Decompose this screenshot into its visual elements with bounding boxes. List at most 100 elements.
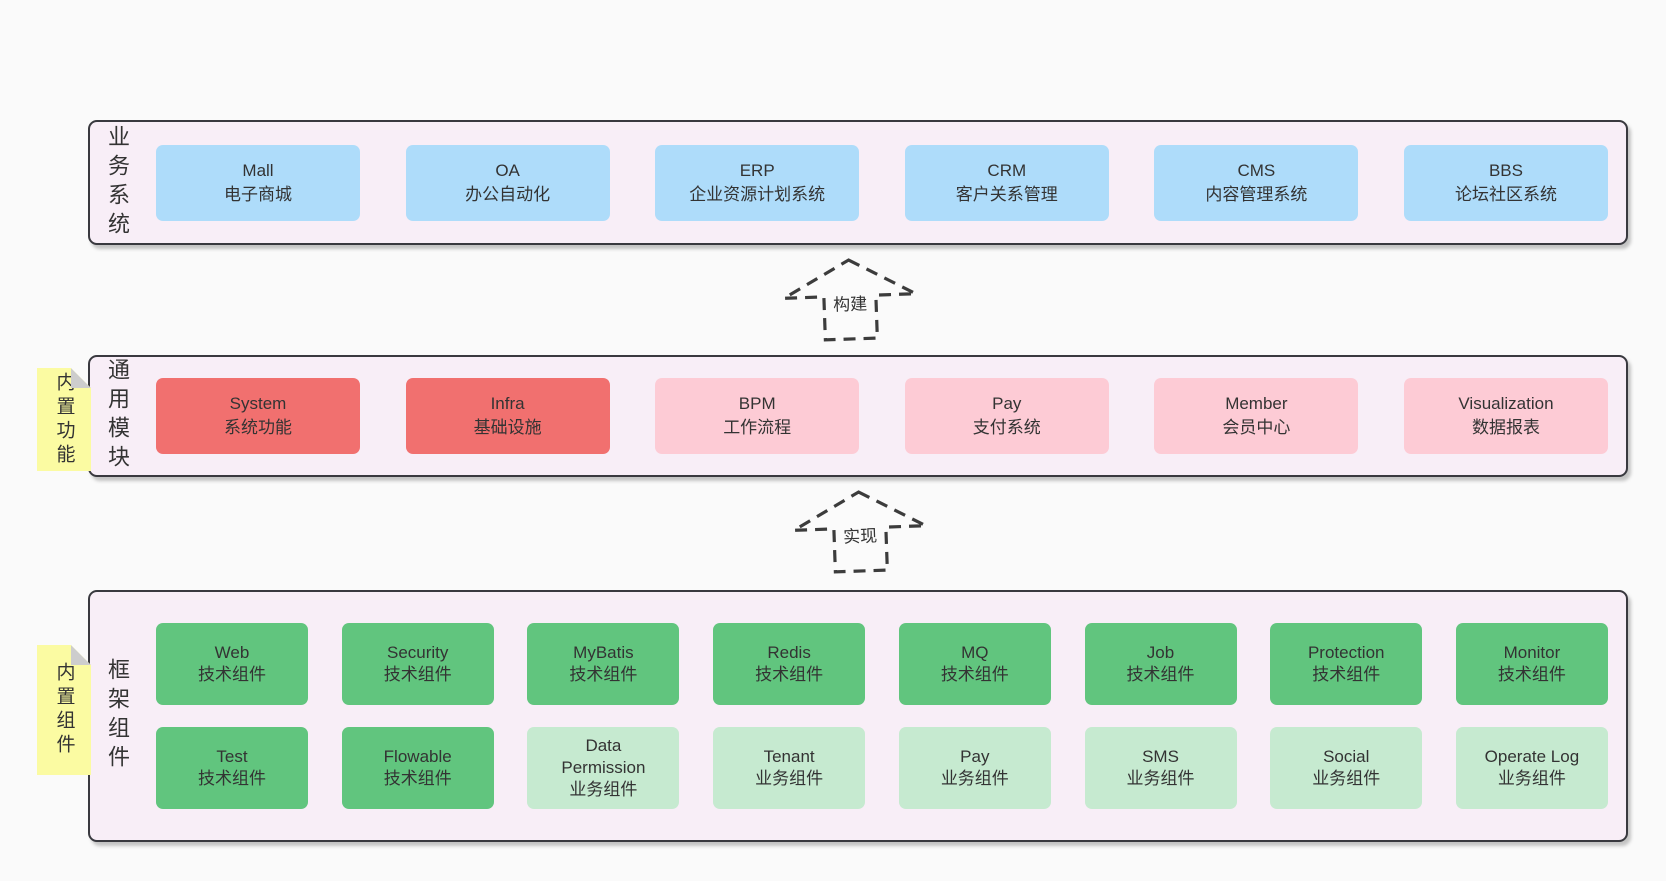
box-bbs-subtitle: 论坛社区系统 <box>1454 184 1557 204</box>
box-protection-title: Protection <box>1307 643 1385 662</box>
box-flowable-title: Flowable <box>383 747 452 766</box>
box-job: Job 技术组件 <box>1084 623 1237 705</box>
box-social: Social 业务组件 <box>1270 727 1423 809</box>
box-visualization-subtitle: 数据报表 <box>1471 418 1540 437</box>
box-flowable: Flowable 技术组件 <box>341 727 494 809</box>
box-member-title: Member <box>1225 394 1288 413</box>
box-web: Web 技术组件 <box>156 623 308 705</box>
box-sms: SMS 业务组件 <box>1084 727 1237 809</box>
modules-boxes: System 系统功能 Infra 基础设施 BPM 工作流程 Pay 支付系统… <box>128 378 1626 454</box>
box-infra-title: Infra <box>490 394 525 413</box>
box-mybatis-title: MyBatis <box>573 643 634 662</box>
box-member: Member 会员中心 <box>1154 378 1359 454</box>
box-bpm-subtitle: 工作流程 <box>723 418 792 437</box>
sticky-built-in-features-label: 内置功能 <box>53 371 75 468</box>
box-test: Test 技术组件 <box>156 727 308 809</box>
box-bbs-title: BBS <box>1488 160 1523 180</box>
layer-business-systems: 业务系统 Mall 电子商城 OA 办公自动化 ERP 企业资源计划系统 CRM… <box>88 120 1628 245</box>
box-tenant: Tenant 业务组件 <box>713 727 866 809</box>
box-mybatis: MyBatis 技术组件 <box>527 623 680 705</box>
framework-row-2: Test 技术组件 Flowable 技术组件 Data Permission … <box>156 727 1608 809</box>
box-pay-module-subtitle: 支付系统 <box>972 418 1041 437</box>
box-member-subtitle: 会员中心 <box>1222 418 1291 437</box>
sticky-built-in-components: 内置组件 <box>37 645 91 775</box>
layer-framework-components: 框架组件 Web 技术组件 Security 技术组件 MyBatis 技术组件… <box>88 590 1628 842</box>
box-oa-title: OA <box>495 160 520 180</box>
box-security: Security 技术组件 <box>341 623 494 705</box>
box-pay-component-subtitle: 业务组件 <box>940 769 1009 788</box>
box-tenant-title: Tenant <box>763 747 815 766</box>
box-system-title: System <box>229 394 287 413</box>
box-erp: ERP 企业资源计划系统 <box>655 144 860 221</box>
box-crm-title: CRM <box>987 160 1027 180</box>
box-mq-subtitle: 技术组件 <box>940 665 1009 684</box>
box-monitor-subtitle: 技术组件 <box>1497 665 1566 684</box>
box-cms-title: CMS <box>1237 160 1276 180</box>
sticky-built-in-features: 内置功能 <box>37 368 91 471</box>
layer-common-modules: 通用模块 System 系统功能 Infra 基础设施 BPM 工作流程 Pay… <box>88 355 1628 477</box>
box-bbs: BBS 论坛社区系统 <box>1403 144 1608 221</box>
box-system-subtitle: 系统功能 <box>224 418 292 437</box>
box-bpm: BPM 工作流程 <box>655 378 860 454</box>
sticky-built-in-components-label: 内置组件 <box>53 662 75 758</box>
box-infra: Infra 基础设施 <box>405 378 610 454</box>
box-sms-subtitle: 业务组件 <box>1126 769 1195 788</box>
box-security-title: Security <box>386 643 449 662</box>
box-crm-subtitle: 客户关系管理 <box>955 184 1058 204</box>
modules-layer-label: 通用模块 <box>105 358 130 474</box>
box-operate-log-title: Operate Log <box>1484 747 1580 766</box>
box-protection-subtitle: 技术组件 <box>1312 665 1381 684</box>
box-visualization: Visualization 数据报表 <box>1403 378 1608 454</box>
box-redis-subtitle: 技术组件 <box>755 665 824 684</box>
box-oa: OA 办公自动化 <box>405 144 610 221</box>
box-mall-title: Mall <box>242 160 274 180</box>
box-cms: CMS 内容管理系统 <box>1154 144 1359 221</box>
box-web-subtitle: 技术组件 <box>198 665 266 684</box>
box-social-subtitle: 业务组件 <box>1312 769 1381 788</box>
box-operate-log: Operate Log 业务组件 <box>1455 727 1608 809</box>
box-crm: CRM 客户关系管理 <box>904 144 1109 221</box>
box-data-permission: Data Permission 业务组件 <box>527 727 680 809</box>
box-data-permission-title: Data Permission <box>561 736 646 777</box>
box-mall-subtitle: 电子商城 <box>224 184 292 204</box>
box-pay-module: Pay 支付系统 <box>904 378 1109 454</box>
box-flowable-subtitle: 技术组件 <box>383 769 452 788</box>
box-pay-component-title: Pay <box>960 747 990 766</box>
arrow-implement-label: 实现 <box>838 521 882 548</box>
box-social-title: Social <box>1323 747 1370 766</box>
box-infra-subtitle: 基础设施 <box>473 418 542 437</box>
box-bpm-title: BPM <box>738 394 776 413</box>
box-data-permission-subtitle: 业务组件 <box>569 780 638 799</box>
box-mall: Mall 电子商城 <box>156 144 360 221</box>
framework-boxes: Web 技术组件 Security 技术组件 MyBatis 技术组件 Redi… <box>128 623 1626 809</box>
arrow-build-label: 构建 <box>828 289 872 316</box>
box-erp-title: ERP <box>739 160 775 180</box>
box-visualization-title: Visualization <box>1458 394 1554 413</box>
box-mq: MQ 技术组件 <box>898 623 1051 705</box>
box-mq-title: MQ <box>961 643 989 662</box>
box-erp-subtitle: 企业资源计划系统 <box>689 184 826 204</box>
arrow-implement: 实现 <box>791 488 930 577</box>
box-mybatis-subtitle: 技术组件 <box>569 665 638 684</box>
box-job-subtitle: 技术组件 <box>1126 665 1195 684</box>
box-operate-log-subtitle: 业务组件 <box>1497 769 1566 788</box>
box-sms-title: SMS <box>1142 747 1179 766</box>
framework-row-1: Web 技术组件 Security 技术组件 MyBatis 技术组件 Redi… <box>156 623 1608 705</box>
business-boxes: Mall 电子商城 OA 办公自动化 ERP 企业资源计划系统 CRM 客户关系… <box>128 144 1626 221</box>
box-monitor: Monitor 技术组件 <box>1455 623 1608 705</box>
box-security-subtitle: 技术组件 <box>383 665 452 684</box>
box-pay-module-title: Pay <box>992 394 1022 413</box>
box-pay-component: Pay 业务组件 <box>898 727 1051 809</box>
box-test-title: Test <box>216 747 248 766</box>
framework-layer-label: 框架组件 <box>105 658 130 774</box>
box-redis-title: Redis <box>767 643 811 662</box>
box-oa-subtitle: 办公自动化 <box>465 184 551 204</box>
box-tenant-subtitle: 业务组件 <box>755 769 824 788</box>
box-redis: Redis 技术组件 <box>713 623 866 705</box>
business-layer-label: 业务系统 <box>105 124 130 241</box>
box-job-title: Job <box>1146 643 1175 662</box>
box-test-subtitle: 技术组件 <box>198 769 266 788</box>
box-monitor-title: Monitor <box>1503 643 1561 662</box>
box-system: System 系统功能 <box>156 378 360 454</box>
arrow-build: 构建 <box>781 256 920 345</box>
